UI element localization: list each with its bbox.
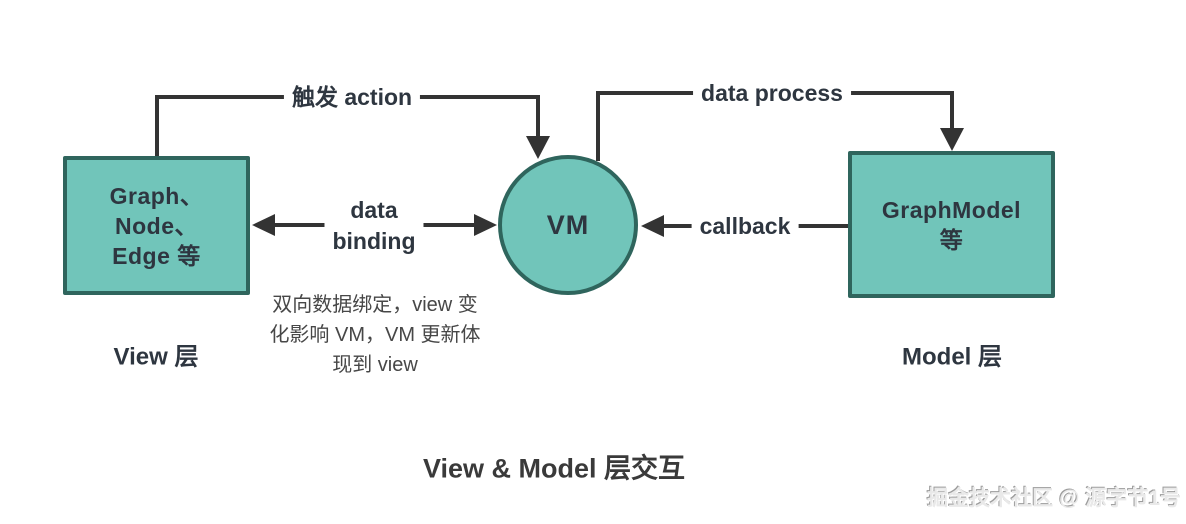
data-process-arrowhead-down-icon: [940, 128, 964, 151]
model-node-label: GraphModel 等: [881, 196, 1022, 253]
model-layer-caption: Model 层: [902, 343, 1002, 371]
diagram-title: View & Model 层交互: [422, 453, 686, 484]
view-node-label: Graph、 Node、 Edge 等: [109, 182, 204, 269]
binding-note: 双向数据绑定，view 变 化影响 VM，VM 更新体 现到 view: [269, 294, 481, 376]
callback-arrowhead-left-icon: [641, 215, 664, 237]
data-binding-label: data binding: [324, 195, 424, 257]
model-node: GraphModel 等: [848, 151, 1055, 298]
view-node: Graph、 Node、 Edge 等: [63, 156, 250, 295]
watermark: 掘金技术社区 @ 源字节1号: [927, 487, 1181, 510]
data-process-label: data process: [693, 80, 851, 106]
data-binding-arrowhead-left-icon: [252, 214, 275, 236]
vm-node: VM: [498, 155, 638, 295]
view-layer-caption: View 层: [113, 343, 199, 371]
data-binding-arrowhead-right-icon: [474, 214, 497, 236]
vm-node-label: VM: [546, 210, 590, 240]
trigger-action-arrowhead-down-icon: [526, 136, 550, 159]
callback-label: callback: [691, 213, 799, 239]
trigger-action-label: 触发 action: [283, 84, 421, 110]
